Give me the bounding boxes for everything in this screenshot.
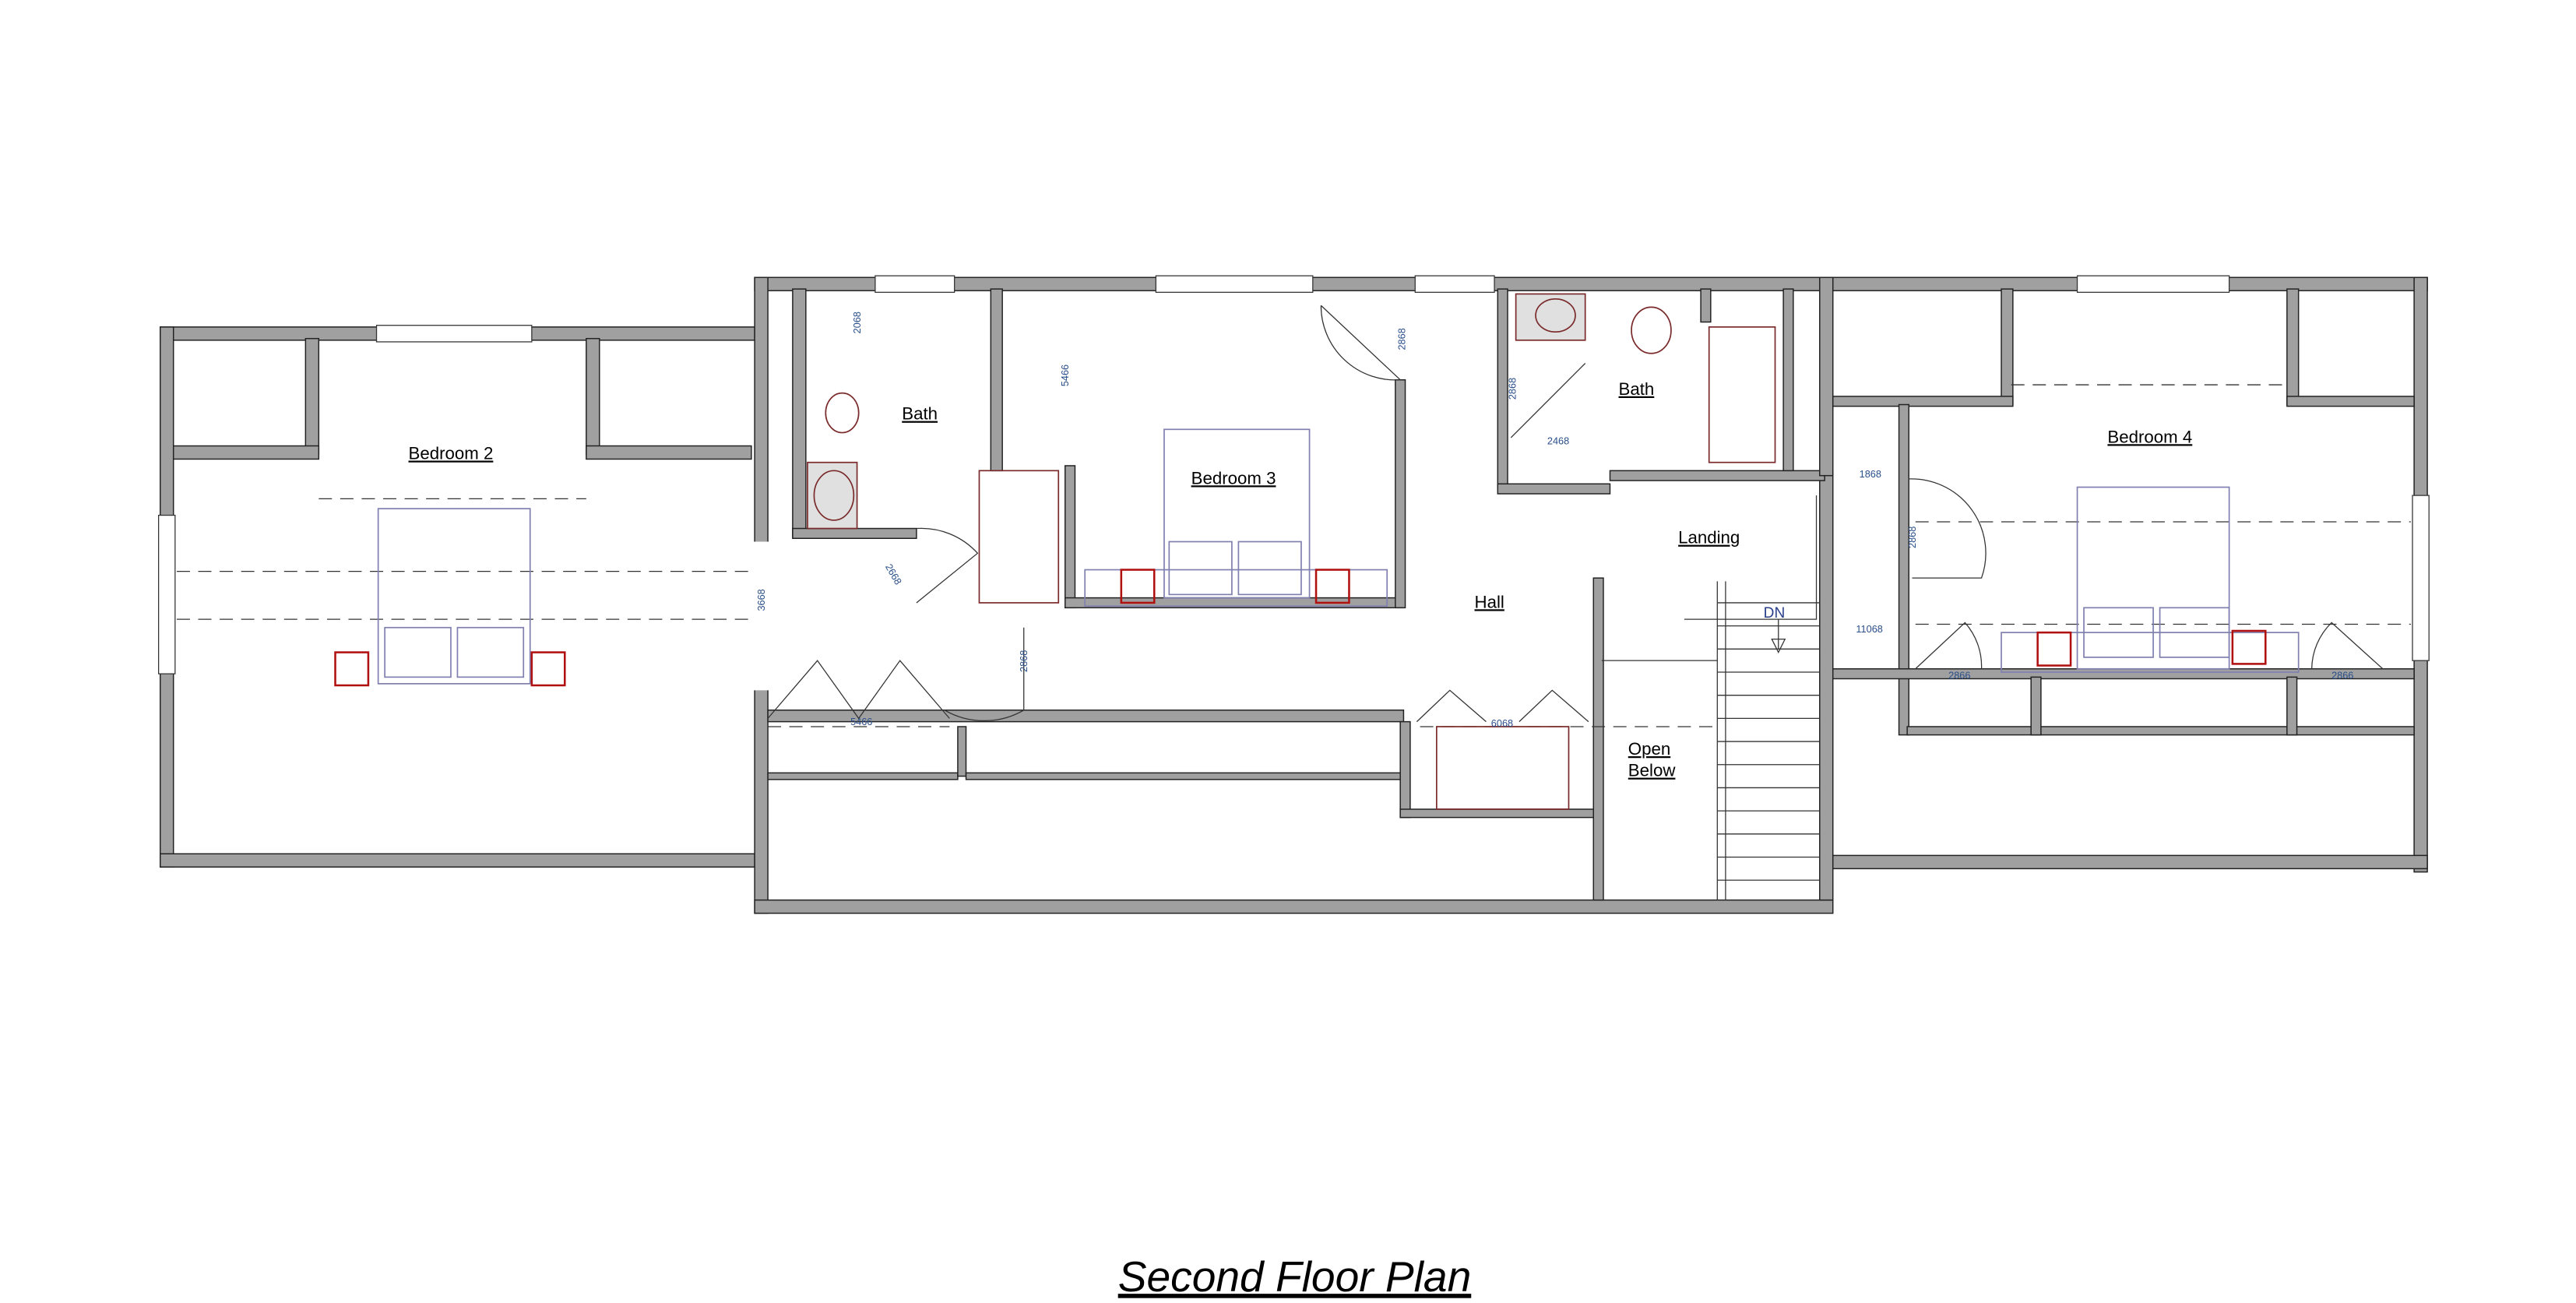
room-label-bath-1: Bath — [902, 404, 938, 424]
window — [2412, 495, 2430, 661]
floor-registers — [334, 569, 2267, 687]
wall — [1700, 288, 1712, 323]
wall — [754, 899, 1834, 914]
wall — [1819, 276, 1834, 477]
door-size-label: 2868 — [1906, 526, 1918, 548]
room-label-bedroom-2: Bedroom 2 — [409, 443, 494, 463]
window — [1155, 275, 1314, 293]
stair-direction-label: DN — [1764, 605, 1786, 622]
wall — [767, 710, 1405, 723]
door-size-label: 2668 — [883, 562, 904, 586]
door-size-label: 5466 — [1059, 364, 1071, 386]
window — [158, 514, 176, 674]
door-size-label: 2468 — [1547, 435, 1569, 446]
window — [1414, 275, 1495, 293]
door-size-label: 11068 — [1856, 623, 1882, 635]
walls — [160, 276, 2428, 914]
wall — [304, 337, 320, 455]
wall — [2001, 288, 2014, 406]
room-label-bedroom-4: Bedroom 4 — [2107, 427, 2192, 446]
wall — [1819, 470, 1834, 901]
plumbing-fixtures — [807, 293, 1776, 810]
wall — [2286, 396, 2415, 407]
wall — [792, 527, 917, 539]
wall — [1399, 808, 1599, 819]
wall — [160, 853, 755, 868]
window — [875, 275, 955, 293]
door-size-label: 2868 — [1018, 650, 1029, 672]
room-label-bedroom-3: Bedroom 3 — [1191, 468, 1276, 488]
door-size-label: 6068 — [1491, 717, 1513, 729]
opening — [751, 541, 772, 691]
wall — [1065, 465, 1076, 609]
door-size-label: 2866 — [2331, 669, 2353, 681]
wall — [2286, 676, 2298, 736]
room-label-landing: Landing — [1678, 528, 1740, 548]
wall — [767, 772, 959, 780]
drawing-title: Second Floor Plan — [1118, 1252, 1472, 1301]
wall — [2286, 288, 2300, 406]
open-below-label-2: Below — [1628, 761, 1677, 780]
wall — [1832, 668, 2415, 680]
wall — [965, 772, 1405, 780]
stair-arrow-head — [1771, 638, 1786, 653]
wall — [1395, 379, 1406, 609]
door-size-label: 1868 — [1860, 468, 1881, 480]
door-swings — [767, 305, 2384, 723]
ceiling-lines — [176, 384, 2411, 727]
door-size-label: 5466 — [850, 716, 872, 727]
wall — [1609, 470, 1825, 481]
wall — [990, 288, 1003, 472]
wall — [1592, 577, 1604, 901]
window — [2076, 275, 2230, 293]
wall — [1898, 403, 1910, 736]
room-label-bath-2: Bath — [1619, 379, 1655, 399]
wall — [1399, 720, 1411, 819]
room-label-hall: Hall — [1475, 592, 1504, 611]
wall — [1906, 726, 2415, 736]
wall — [1782, 288, 1794, 472]
wall — [1832, 854, 2428, 870]
window — [375, 325, 533, 343]
staircase — [1601, 581, 1820, 900]
wall — [586, 337, 600, 455]
wall — [2030, 676, 2042, 736]
door-size-label: 3668 — [755, 589, 767, 611]
wall — [792, 288, 807, 537]
wall — [1832, 396, 2014, 407]
wall — [172, 445, 320, 460]
wall — [1497, 483, 1611, 495]
wall — [957, 726, 967, 777]
details — [158, 275, 2430, 900]
door-size-label: 2068 — [851, 312, 863, 333]
open-below-label-1: Open — [1628, 739, 1670, 759]
wall — [586, 445, 752, 460]
door-size-label: 2868 — [1396, 328, 1408, 350]
bed — [377, 428, 2300, 685]
door-size-label: 2868 — [1507, 378, 1519, 400]
door-size-label: 2866 — [1948, 669, 1970, 681]
